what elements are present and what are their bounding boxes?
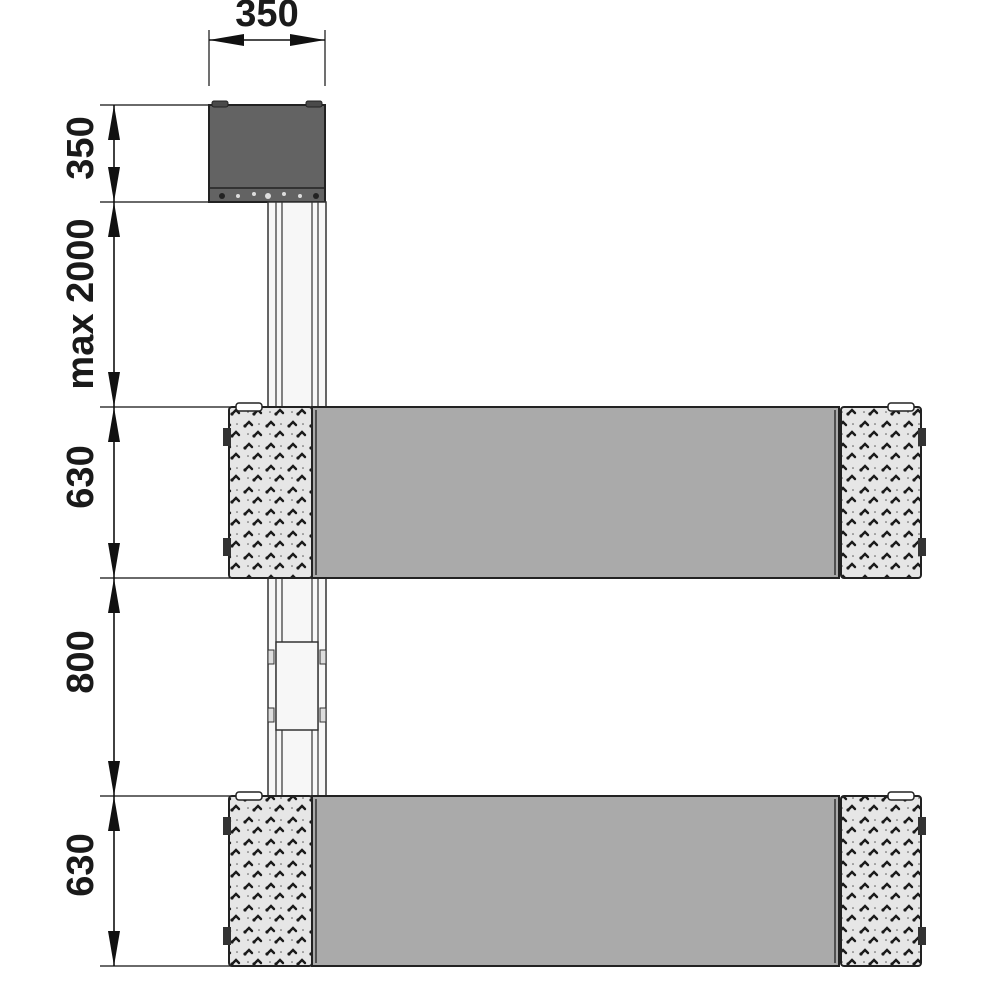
platform-upper [223,402,926,579]
platform-upper-deck [311,406,840,579]
vertical-dimension-chain: 350 max 2000 630 800 630 [60,104,232,967]
platform-lower [223,791,926,967]
control-box [208,100,326,203]
platform-2-width-label: 630 [60,833,102,896]
platform-lower-right-tread [840,795,922,967]
column-upper [267,201,327,408]
platform-1-width-label: 630 [60,445,102,508]
platform-upper-left-tread [228,406,313,579]
top-width-dimension: 350 [208,0,326,86]
platform-lower-deck [311,795,840,967]
top-width-label: 350 [235,0,298,35]
platform-lower-left-tread [228,795,313,967]
box-height-label: 350 [60,116,102,179]
gap-label: 800 [60,630,102,693]
column-height-label: max 2000 [60,218,102,389]
column-middle [267,577,327,797]
platform-upper-right-tread [840,406,922,579]
